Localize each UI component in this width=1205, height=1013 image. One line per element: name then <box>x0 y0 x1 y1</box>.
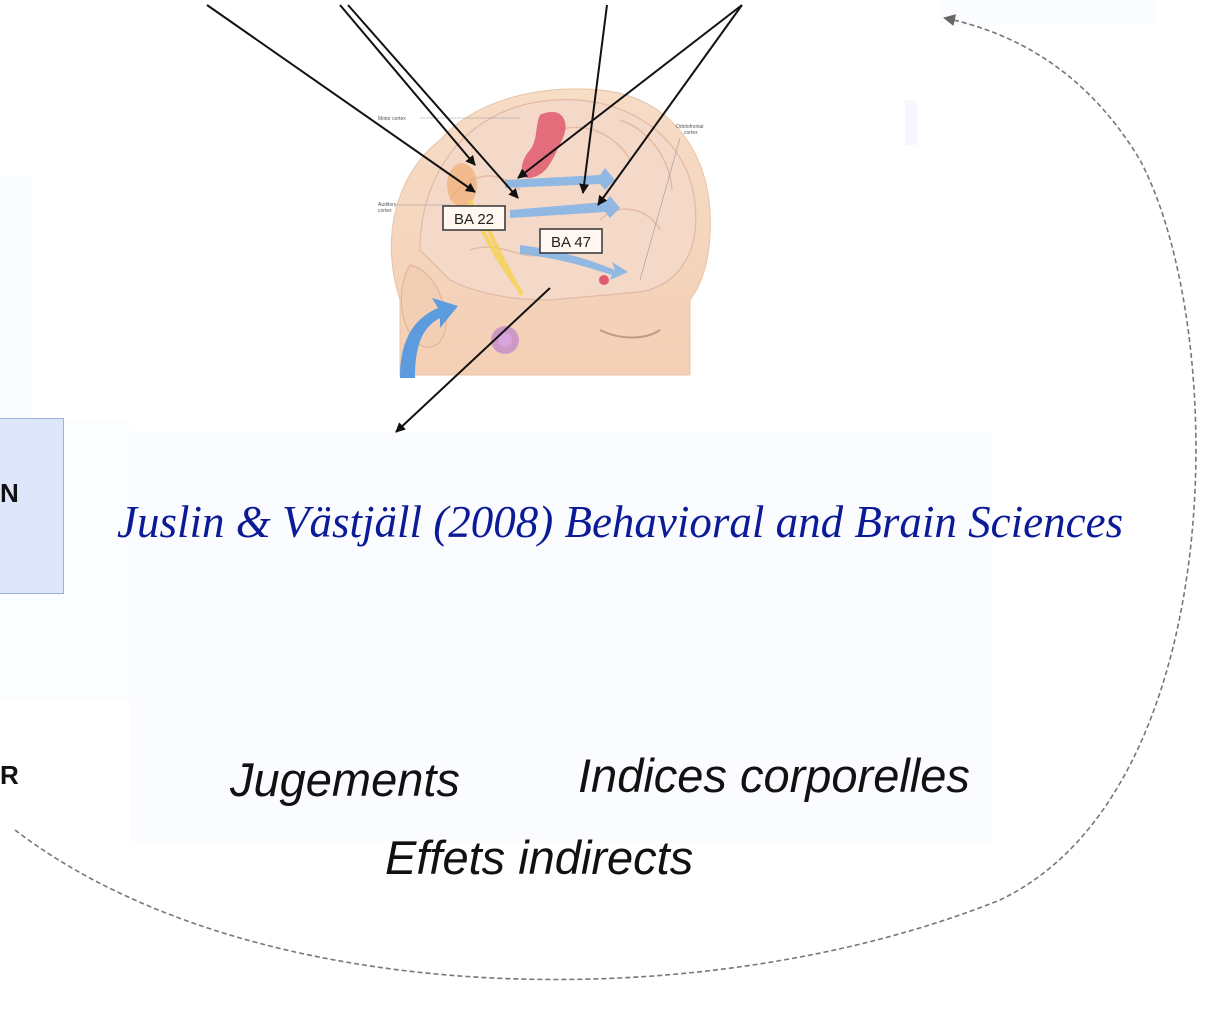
temporal-region <box>447 163 477 207</box>
label-jugements: Jugements <box>230 752 460 807</box>
auditory-cortex-label-2: cortex <box>378 208 392 214</box>
label-effets-indirects: Effets indirects <box>385 830 693 885</box>
motor-cortex-label: Motor cortex <box>378 116 406 122</box>
citation: Juslin & Västjäll (2008) Behavioral and … <box>117 496 1205 548</box>
brain-illustration: BA 22 BA 47 Motor cortex Auditory cortex… <box>378 89 710 378</box>
ba22-label: BA 22 <box>454 211 494 228</box>
orbitofrontal-dot <box>599 275 609 285</box>
label-indices-corporelles: Indices corporelles <box>578 748 970 803</box>
ba47-label: BA 47 <box>551 234 591 251</box>
orbitofrontal-label-2: cortex <box>684 130 698 136</box>
